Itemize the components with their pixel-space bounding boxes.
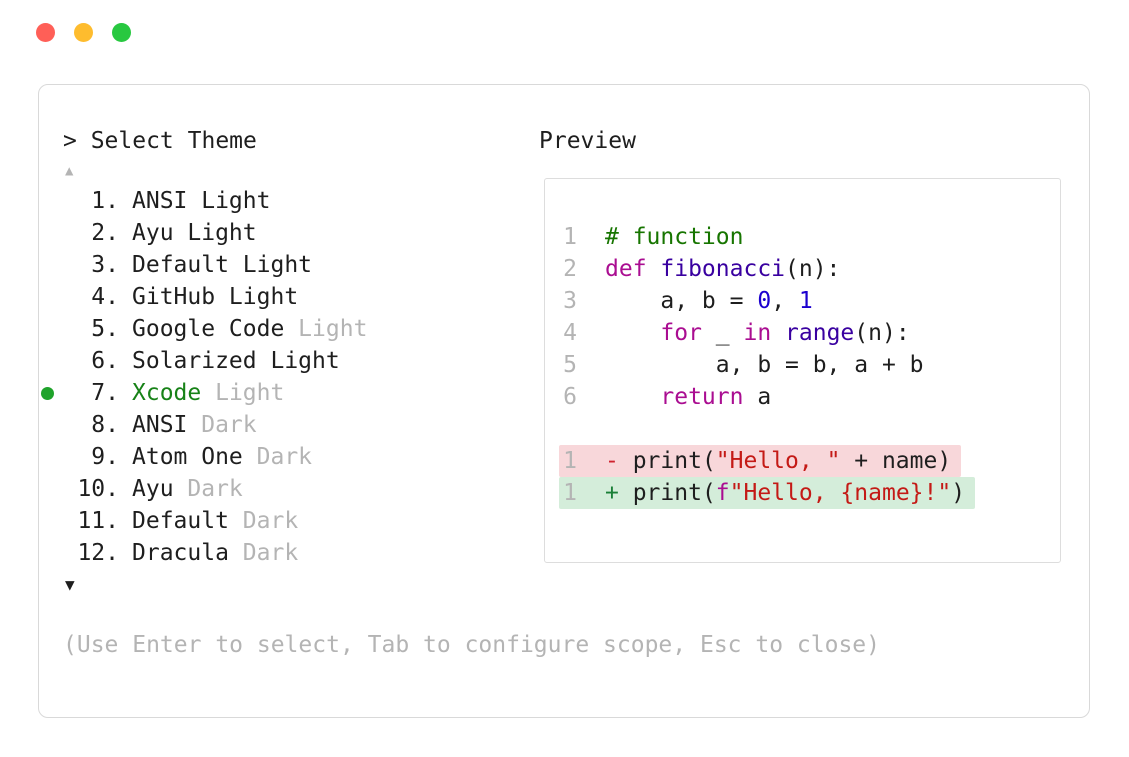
theme-name: Xcode <box>132 380 202 406</box>
theme-name: Solarized Light <box>132 348 340 374</box>
preview-title: Preview <box>539 128 636 154</box>
theme-number: 4. <box>91 284 119 310</box>
code-line: 5 a, b = b, a + b <box>563 349 1040 381</box>
line-number: 3 <box>563 288 577 314</box>
theme-number: 6. <box>91 348 119 374</box>
code-line: 1# function <box>563 221 1040 253</box>
theme-name: Google Code <box>132 316 285 342</box>
diff-line-added: 1+ print(f"Hello, {name}!") <box>559 477 976 509</box>
diff-block: 1- print("Hello, " + name)1+ print(f"Hel… <box>559 445 1040 509</box>
theme-number: 12. <box>77 540 119 566</box>
theme-name: ANSI <box>132 412 188 438</box>
theme-list-item[interactable]: 10. Ayu Dark <box>63 473 539 505</box>
line-number: 1 <box>563 448 577 474</box>
code-line: 6 return a <box>563 381 1040 413</box>
theme-name: Ayu Light <box>132 220 257 246</box>
window-controls <box>36 23 131 42</box>
line-number: 1 <box>563 224 577 250</box>
select-theme-prompt: > Select Theme <box>63 128 257 154</box>
theme-variant: Light <box>284 316 368 342</box>
line-number: 6 <box>563 384 577 410</box>
theme-list-column: > Select Theme ▲ 1. ANSI Light 2. Ayu Light… <box>41 125 539 601</box>
theme-number: 9. <box>91 444 119 470</box>
scroll-down-icon[interactable]: ▼ <box>65 575 75 594</box>
minimize-window-button[interactable] <box>74 23 93 42</box>
theme-name: Default <box>132 508 229 534</box>
theme-name: ANSI Light <box>132 188 271 214</box>
theme-list: 1. ANSI Light 2. Ayu Light 3. Default Light 4.… <box>41 185 539 569</box>
theme-variant: Dark <box>242 444 313 470</box>
theme-name: Dracula <box>132 540 229 566</box>
theme-list-item[interactable]: 7. Xcode Light <box>41 377 539 409</box>
theme-name: GitHub Light <box>132 284 299 310</box>
theme-list-item[interactable]: 9. Atom One Dark <box>63 441 539 473</box>
theme-list-item[interactable]: 8. ANSI Dark <box>63 409 539 441</box>
line-number: 4 <box>563 320 577 346</box>
line-number: 1 <box>563 480 577 506</box>
selected-item-dot-icon <box>39 386 63 400</box>
theme-list-item[interactable]: 6. Solarized Light <box>63 345 539 377</box>
theme-name: Atom One <box>132 444 243 470</box>
diff-line-removed: 1- print("Hello, " + name) <box>559 445 962 477</box>
diff-sign-removed: - <box>605 448 633 474</box>
theme-number: 10. <box>77 476 119 502</box>
scroll-up-icon[interactable]: ▲ <box>65 163 74 179</box>
theme-list-item[interactable]: 5. Google Code Light <box>63 313 539 345</box>
panel-columns: > Select Theme ▲ 1. ANSI Light 2. Ayu Light… <box>41 125 1061 601</box>
line-number: 2 <box>563 256 577 282</box>
theme-list-item[interactable]: 1. ANSI Light <box>63 185 539 217</box>
close-window-button[interactable] <box>36 23 55 42</box>
theme-variant: Dark <box>187 412 257 438</box>
theme-number: 3. <box>91 252 119 278</box>
theme-number: 2. <box>91 220 119 246</box>
theme-name: Ayu <box>132 476 174 502</box>
theme-list-item[interactable]: 2. Ayu Light <box>63 217 539 249</box>
theme-number: 5. <box>91 316 119 342</box>
theme-list-item[interactable]: 4. GitHub Light <box>63 281 539 313</box>
line-number: 5 <box>563 352 577 378</box>
theme-variant: Dark <box>228 540 299 566</box>
theme-variant: Dark <box>173 476 243 502</box>
code-line: 3 a, b = 0, 1 <box>563 285 1040 317</box>
theme-name: Default Light <box>132 252 313 278</box>
theme-selector-panel: > Select Theme ▲ 1. ANSI Light 2. Ayu Light… <box>38 84 1090 718</box>
theme-list-item[interactable]: 12. Dracula Dark <box>63 537 539 569</box>
theme-variant: Dark <box>228 508 299 534</box>
diff-sign-added: + <box>605 480 633 506</box>
theme-variant: Light <box>201 380 285 406</box>
code-line: 4 for _ in range(n): <box>563 317 1040 349</box>
theme-number: 11. <box>77 508 119 534</box>
theme-list-item[interactable]: 3. Default Light <box>63 249 539 281</box>
theme-number: 1. <box>91 188 119 214</box>
zoom-window-button[interactable] <box>112 23 131 42</box>
theme-list-item[interactable]: 11. Default Dark <box>63 505 539 537</box>
theme-number: 7. <box>91 380 119 406</box>
theme-number: 8. <box>91 412 119 438</box>
help-text: (Use Enter to select, Tab to configure s… <box>63 632 880 658</box>
